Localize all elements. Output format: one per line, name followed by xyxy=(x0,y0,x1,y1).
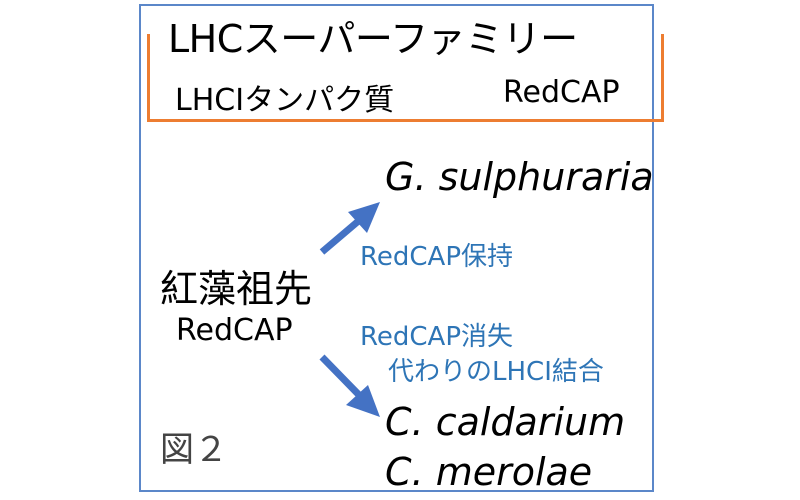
figure-frame xyxy=(139,4,654,492)
event-lhci-binding: 代わりのLHCI結合 xyxy=(388,357,604,387)
superfamily-title: LHCスーパーファミリー xyxy=(168,17,578,61)
superfamily-bracket xyxy=(147,34,664,122)
figure-label: 図２ xyxy=(160,430,228,470)
species-c-caldarium: C. caldarium xyxy=(385,400,626,444)
arrow-down xyxy=(319,354,380,417)
event-redcap-lost: RedCAP消失 xyxy=(360,322,514,352)
member-redcap: RedCAP xyxy=(503,75,620,110)
arrow-up xyxy=(319,202,380,255)
species-g-sulphuraria: G. sulphuraria xyxy=(385,155,654,199)
member-lhci: LHCIタンパク質 xyxy=(175,83,395,118)
ancestor-protein: RedCAP xyxy=(176,313,293,348)
species-c-merolae: C. merolae xyxy=(385,450,593,494)
event-redcap-retained: RedCAP保持 xyxy=(360,242,514,272)
ancestor-label: 紅藻祖先 xyxy=(160,267,313,311)
